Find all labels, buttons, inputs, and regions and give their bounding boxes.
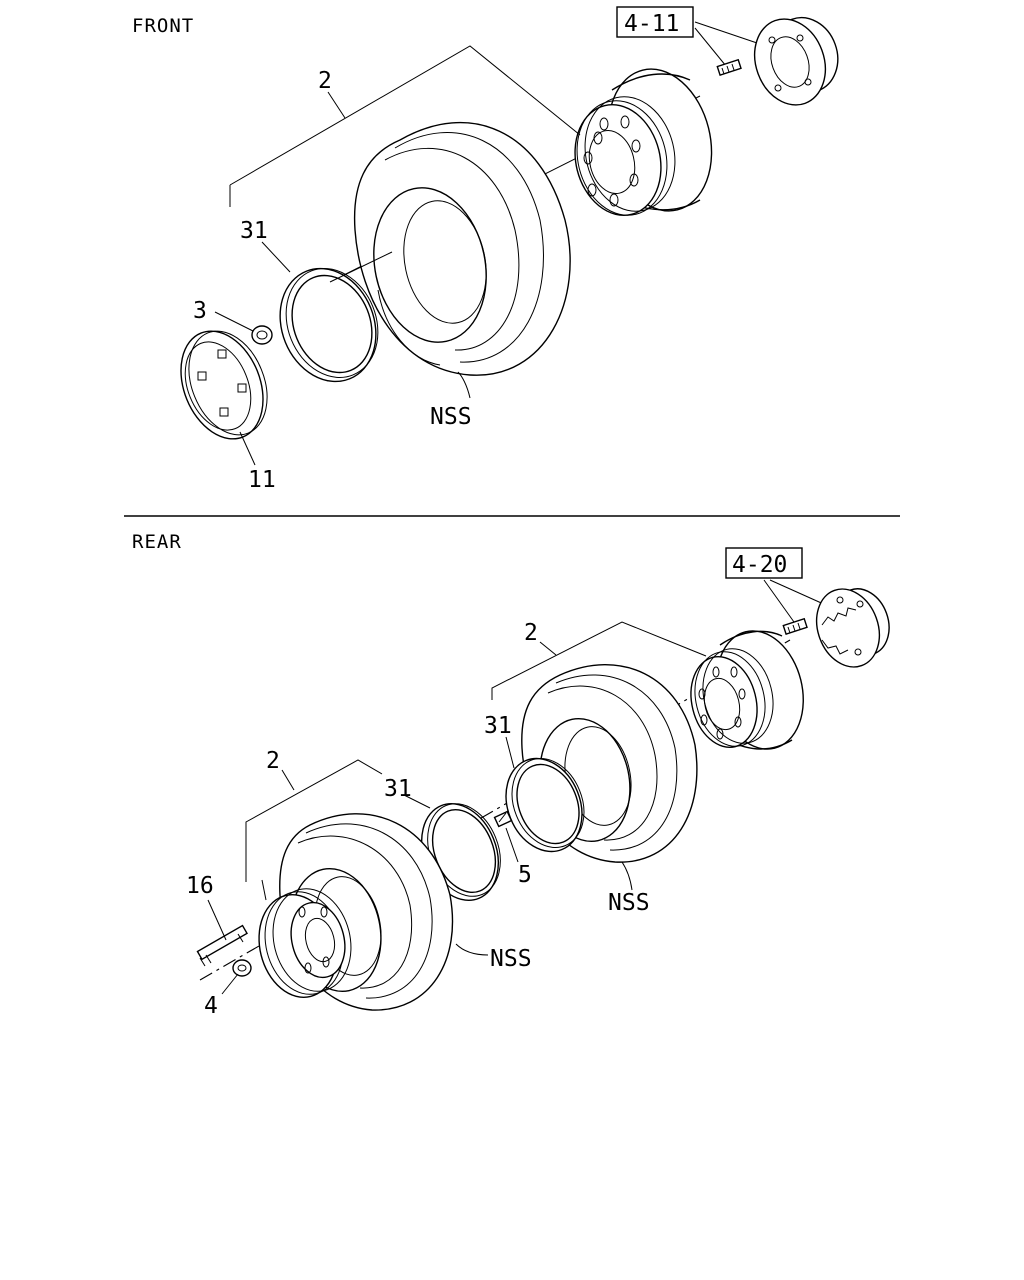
rear-callout-2-inner: 2 <box>524 620 538 646</box>
front-stud-icon <box>716 58 742 77</box>
rear-callout-4: 4 <box>204 993 218 1019</box>
rear-stud-icon <box>782 617 808 636</box>
rear-inner-rim-ring-icon <box>505 757 585 853</box>
rear-inner-assembly-bracket <box>491 621 707 700</box>
front-callout-31: 31 <box>240 218 268 244</box>
rear-section: REAR 4-20 <box>132 531 890 1019</box>
front-section: FRONT 4-11 <box>132 6 839 493</box>
rear-inner-wheel-rim-icon <box>690 630 804 750</box>
rear-outer-wheel-rim-icon <box>258 888 352 998</box>
rear-section-title: REAR <box>132 531 182 553</box>
rear-callout-nss-inner: NSS <box>608 890 650 916</box>
front-wheel-rim-icon <box>574 68 713 216</box>
rear-ref-box-label: 4-20 <box>732 552 787 578</box>
rear-outer-nut-icon <box>232 959 252 977</box>
rear-callout-nss-outer: NSS <box>490 946 532 972</box>
rear-callout-16: 16 <box>186 873 214 899</box>
rear-callout-2-outer: 2 <box>266 748 280 774</box>
front-nut-icon <box>251 325 273 345</box>
rear-stud-bolt-icon <box>196 924 248 967</box>
rear-inner-nut-icon <box>493 810 513 828</box>
front-tire-icon <box>353 122 571 376</box>
rear-ref-box <box>725 547 803 579</box>
front-callout-nss: NSS <box>430 404 472 430</box>
rear-callout-5: 5 <box>518 862 532 888</box>
rear-outer-assembly-bracket <box>245 759 383 882</box>
front-callout-3: 3 <box>193 298 207 324</box>
rear-hub-icon <box>815 588 890 668</box>
front-rim-ring-icon <box>279 251 393 383</box>
front-section-title: FRONT <box>132 15 194 37</box>
front-callout-2: 2 <box>318 68 332 94</box>
front-callout-11: 11 <box>248 467 276 493</box>
front-hub-icon <box>753 16 839 106</box>
front-wheel-cap-icon <box>180 330 268 440</box>
front-ref-box <box>616 6 694 38</box>
front-ref-box-label: 4-11 <box>624 11 679 37</box>
front-tire-assembly-bracket <box>229 45 581 186</box>
rear-callout-31-outer: 31 <box>384 776 412 802</box>
rear-callout-31-inner: 31 <box>484 713 512 739</box>
